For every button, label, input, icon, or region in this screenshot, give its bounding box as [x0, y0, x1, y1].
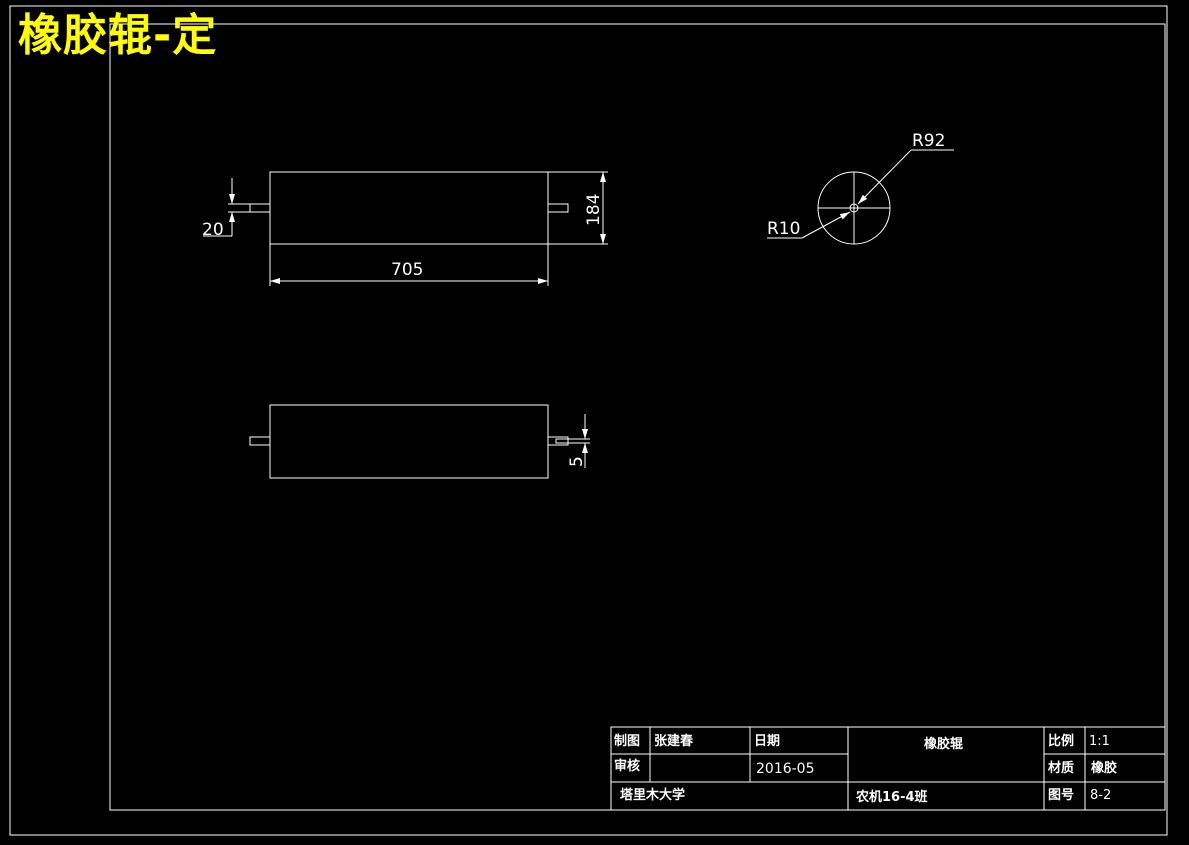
title-block-text: 制图 张建春 日期 审核 2016-05 橡胶辊 比例 1:1 材质 橡胶 塔里…	[614, 733, 1117, 805]
material-value: 橡胶	[1091, 760, 1117, 776]
dim-inner-radius: R10	[767, 219, 800, 239]
drawn-by: 张建春	[654, 733, 694, 749]
dim-keyway-width: 5	[567, 456, 587, 467]
roller-body-top	[269, 404, 549, 479]
dim-roller-diameter: 184	[584, 194, 604, 226]
scale-value: 1:1	[1089, 734, 1110, 749]
title-block	[610, 726, 1166, 811]
class-name: 农机16-4班	[855, 789, 928, 805]
left-shaft-top	[249, 436, 271, 446]
left-shaft	[249, 203, 271, 213]
roller-body	[269, 171, 549, 245]
material-label: 材质	[1048, 760, 1074, 776]
sheet-border	[9, 5, 1168, 836]
dim-outer-radius: R92	[912, 131, 945, 151]
drawing-no-label: 图号	[1048, 788, 1074, 803]
side-view	[767, 149, 954, 245]
scale-label: 比例	[1048, 733, 1074, 749]
front-view	[203, 171, 608, 286]
right-shaft	[547, 203, 569, 213]
dim-roller-length: 705	[391, 260, 423, 280]
keyway	[555, 438, 569, 444]
part-name: 橡胶辊	[924, 736, 963, 752]
date-value: 2016-05	[756, 761, 815, 777]
right-shaft-top	[547, 436, 569, 446]
dim-shaft-diameter: 20	[202, 220, 224, 240]
school-name: 塔里木大学	[620, 787, 685, 803]
drawing-no-value: 8-2	[1090, 788, 1111, 803]
drawing-frame	[109, 23, 1166, 811]
drawing-title: 橡胶辊-定	[18, 10, 218, 61]
drawn-label: 制图	[614, 733, 640, 749]
date-label: 日期	[754, 734, 780, 749]
top-view	[249, 404, 590, 479]
reviewed-label: 审核	[614, 758, 640, 774]
